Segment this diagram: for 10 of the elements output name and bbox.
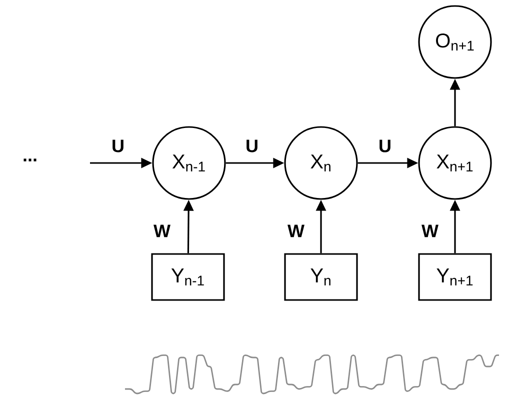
edge-label: U (380, 140, 390, 152)
input-box: Y$_{n+1}$ (418, 253, 492, 301)
input-box: Y$_{n}$ (284, 253, 358, 301)
edge-label: W (288, 224, 304, 238)
input-box: Y$_{n-1}$ (151, 253, 225, 301)
ellipsis-label: ... (24, 158, 36, 162)
edge-label: U (246, 140, 258, 152)
edge-label: W (154, 224, 170, 238)
edge-label: U (112, 140, 124, 152)
edge-label: W (422, 224, 438, 238)
